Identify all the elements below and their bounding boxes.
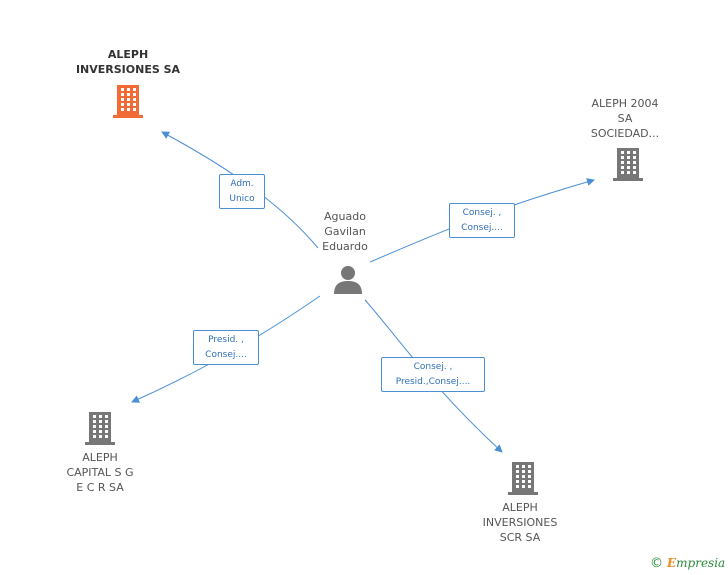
person-name-line-1: Aguado [324,210,366,223]
edge-role-label[interactable]: Consej. , Consej.... [449,203,515,238]
company-name-line-2: INVERSIONES SA [75,63,181,76]
brand-initial: E [667,556,677,570]
copyright-symbol: © [650,556,663,571]
building-icon[interactable] [84,411,116,445]
person-name-line-3: Eduardo [322,240,368,253]
company-name-line-3: E C R SA [76,481,124,494]
edge-role-line-1: Consej. , [413,362,453,372]
building-icon[interactable] [612,147,644,181]
company-label-aleph-capital[interactable]: ALEPH CAPITAL S G E C R SA [50,450,150,495]
edge-role-line-2: Consej.... [205,350,247,360]
edge-role-label[interactable]: Adm. Unico [219,174,265,209]
building-icon[interactable] [112,84,144,118]
edge-role-line-2: Consej.... [461,223,503,233]
edge-role-line-1: Consej. , [462,208,502,218]
company-name-line-1: ALEPH [82,451,118,464]
company-name-line-2: INVERSIONES [482,516,558,529]
company-name-line-1: ALEPH [107,48,149,61]
company-name-line-3: SCR SA [499,531,541,544]
edge-role-label[interactable]: Consej. , Presid.,Consej.... [381,357,485,392]
edge-role-line-2: Unico [229,194,255,204]
person-name-line-2: Gavilan [324,225,366,238]
edge-role-line-1: Adm. [230,179,254,189]
empresia-logo: © Empresia [650,556,725,571]
company-name-line-2: CAPITAL S G [66,466,134,479]
edge-role-line-1: Presid. , [208,335,244,345]
person-name-label[interactable]: Aguado Gavilan Eduardo [300,209,390,254]
building-icon[interactable] [507,461,539,495]
company-name-line-1: ALEPH 2004 [591,97,659,110]
company-label-aleph-inversiones-scr[interactable]: ALEPH INVERSIONES SCR SA [470,500,570,545]
company-name-line-1: ALEPH [502,501,538,514]
company-name-line-3: SOCIEDAD... [590,127,660,140]
company-label-aleph-2004[interactable]: ALEPH 2004 SA SOCIEDAD... [575,96,675,141]
company-label-aleph-inversiones-sa[interactable]: ALEPH INVERSIONES SA [58,47,198,77]
edge-role-line-2: Presid.,Consej.... [395,377,471,387]
brand-name: mpresia [676,556,726,570]
edge-role-label[interactable]: Presid. , Consej.... [193,330,259,365]
person-icon[interactable] [333,264,363,294]
company-name-line-2: SA [617,112,633,125]
